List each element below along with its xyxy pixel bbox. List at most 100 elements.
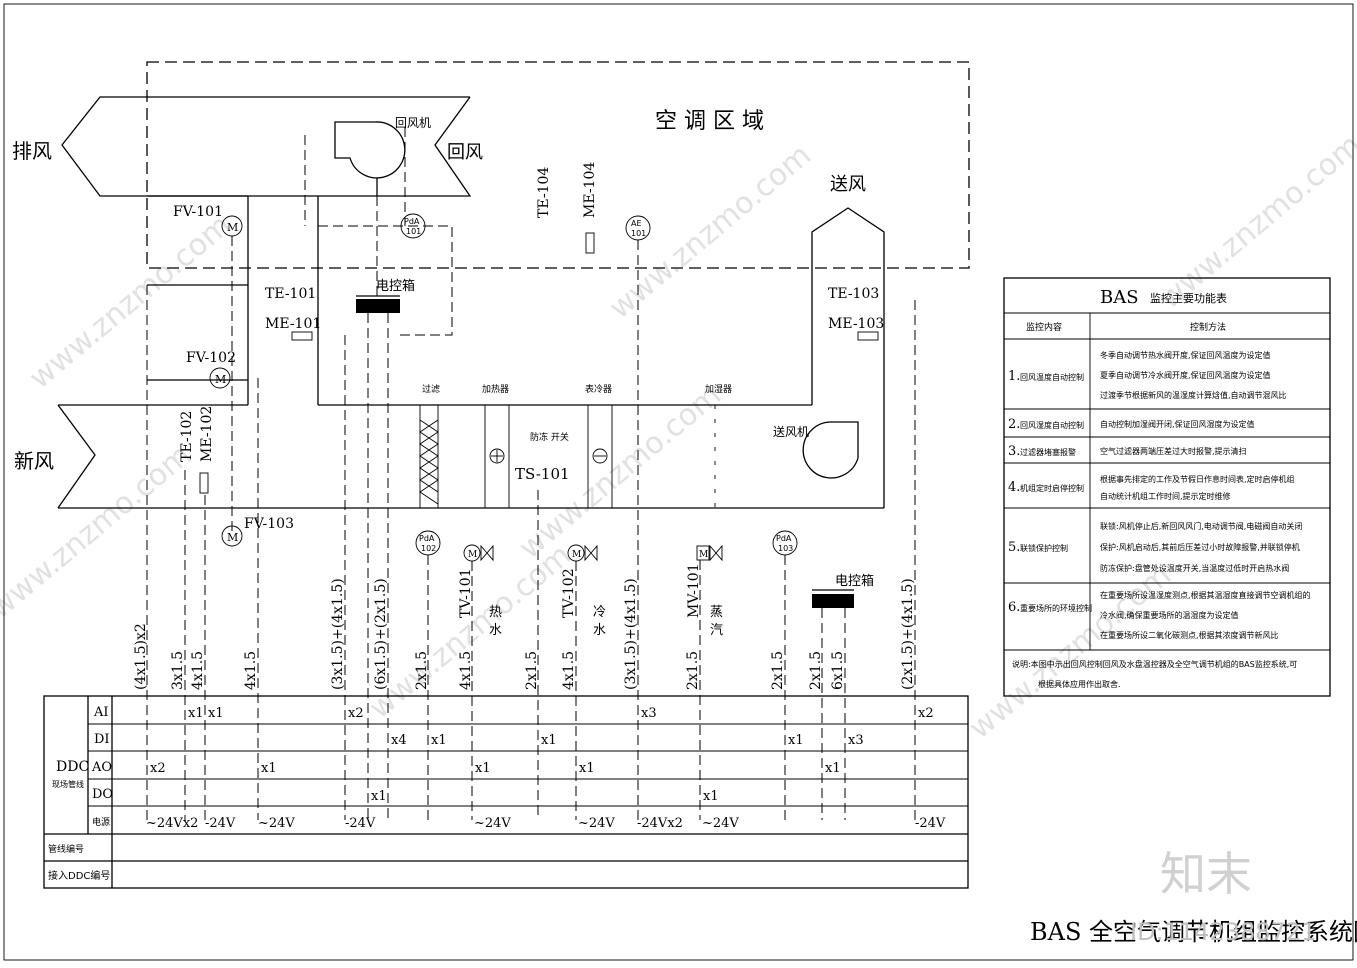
- svg-text:M: M: [699, 550, 708, 560]
- te102-tag-group: TE-102 ME-102: [179, 406, 215, 494]
- ddc-power-value: ~24V: [702, 816, 739, 831]
- cable-label: (3x1.5)+(4x1.5): [623, 578, 639, 690]
- function-table: BAS 监控主要功能表 监控内容 控制方法 1. 回风温度自动控制 冬季自动调节…: [1003, 277, 1331, 697]
- antifreeze-switch-label: 防冻 开关: [530, 431, 569, 443]
- svg-text:根据事先排定的工作及节假日作息时间表,定时启停机组: 根据事先排定的工作及节假日作息时间表,定时启停机组: [1100, 474, 1295, 484]
- supply-duct: [811, 207, 885, 508]
- ddc-row-ai: AI: [93, 705, 109, 720]
- supply-fan: 送风机: [773, 421, 859, 479]
- ddc-di-value: x1: [788, 733, 804, 748]
- exhaust-duct: [61, 96, 248, 197]
- ddc-di-value: x1: [541, 733, 557, 748]
- heater-label: 加热器: [482, 383, 509, 395]
- drawing-frame: [3, 3, 1354, 961]
- exhaust-label: 排风: [12, 139, 52, 163]
- tv102-tag: TV-102: [561, 568, 577, 618]
- ddc-ao-value: x1: [261, 761, 277, 776]
- ddc-power-value: ~24V: [258, 816, 295, 831]
- cable-label: 4x1.5: [561, 651, 577, 690]
- svg-text:保护:风机启动后,其前后压差过小时故障报警,并联锁停机: 保护:风机启动后,其前后压差过小时故障报警,并联锁停机: [1100, 542, 1300, 552]
- fv102-actuator: [209, 367, 231, 389]
- watermark-text: www.znzmo.com: [23, 208, 238, 397]
- svg-text:M: M: [572, 550, 581, 560]
- cable-label: 2x1.5: [685, 651, 701, 690]
- ddc-do-value: x1: [703, 789, 719, 804]
- ae101-sensor: AE 101: [625, 215, 651, 241]
- hot-water-label: 热水: [489, 605, 502, 638]
- mv101-valve: M MV-101 蒸汽: [686, 544, 723, 638]
- ddc-row-di: DI: [94, 732, 110, 747]
- function-table-header: 控制方法: [1190, 321, 1226, 333]
- steam-label: 蒸汽: [710, 605, 723, 638]
- svg-text:在重要场所设二氧化碳测点,根据其浓度调节新风比: 在重要场所设二氧化碳测点,根据其浓度调节新风比: [1100, 630, 1279, 640]
- function-table-note: 说明:本图中示出回风控制回风及水盘温控器及全空气调节机组的BAS监控系统,可: [1012, 659, 1297, 669]
- cable-label: (4x1.5)x2: [133, 623, 149, 690]
- svg-text:回风湿度自动控制: 回风湿度自动控制: [1020, 420, 1084, 430]
- control-box-2: 电控箱: [812, 573, 874, 608]
- ddc-row-ao: AO: [91, 760, 112, 775]
- ddc-power-value: -24V: [345, 816, 376, 831]
- cable-label: 3x1.5: [170, 651, 186, 690]
- me101-tag: ME-101: [265, 316, 321, 332]
- svg-text:防冻保护:盘管处设温度开关,当温度过低时开启热水阀: 防冻保护:盘管处设温度开关,当温度过低时开启热水阀: [1100, 563, 1289, 573]
- ddc-do-value: x1: [371, 789, 387, 804]
- svg-text:5.: 5.: [1008, 540, 1020, 555]
- ddc-ao-value: x1: [579, 761, 595, 776]
- control-box-2-label: 电控箱: [835, 573, 874, 589]
- filter-section: [419, 404, 439, 509]
- ddc-ao-value: x2: [150, 761, 166, 776]
- ac-zone-boundary: [146, 61, 970, 269]
- svg-text:过滤器堵塞报警: 过滤器堵塞报警: [1020, 447, 1076, 457]
- watermark-text: www.znzmo.com: [1153, 128, 1357, 317]
- svg-text:4.: 4.: [1008, 480, 1020, 495]
- heater-section: [484, 404, 510, 509]
- drawing-title: BAS 全空气调节机组监控系统图: [1030, 918, 1357, 946]
- cold-water-label: 冷水: [593, 605, 606, 638]
- fresh-air-inlet: [57, 404, 96, 509]
- return-fan: 回风机: [334, 116, 431, 196]
- te102-tag: TE-102: [179, 411, 195, 462]
- pda103-sensor: PdA 103: [772, 530, 798, 556]
- cable-label: 4x1.5: [190, 651, 206, 690]
- zone-title: 空 调 区 域: [655, 109, 764, 134]
- svg-text:过渡季节根据新风的温湿度计算焓值,自动调节混风比: 过渡季节根据新风的温湿度计算焓值,自动调节混风比: [1100, 390, 1287, 400]
- svg-text:3.: 3.: [1008, 444, 1020, 459]
- ddc-table: DDC 现场管线 AI DI AO DO 电源 管线编号 接入DDC编号 x1 …: [43, 695, 969, 889]
- svg-text:6.: 6.: [1008, 600, 1020, 615]
- svg-text:M: M: [468, 550, 477, 560]
- svg-text:夏季自动调节冷水阀开度,保证回风温度为设定值: 夏季自动调节冷水阀开度,保证回风温度为设定值: [1100, 370, 1271, 380]
- tv102-valve: M TV-102 冷水: [561, 544, 606, 638]
- svg-text:PdA: PdA: [776, 534, 792, 543]
- cable-label: (6x1.5)+(2x1.5): [373, 578, 389, 690]
- cable-label: 2x1.5: [770, 651, 786, 690]
- watermark-text: www.znzmo.com: [963, 558, 1178, 747]
- ddc-di-value: x3: [848, 733, 864, 748]
- svg-text:1.: 1.: [1008, 369, 1020, 384]
- ddc-row-power: 电源: [92, 816, 110, 828]
- cable-label: 2x1.5: [524, 651, 540, 690]
- ddc-power-value: -24Vx2: [637, 816, 683, 831]
- ddc-power-value: ~24Vx2: [146, 816, 198, 831]
- ddc-di-value: x1: [431, 733, 447, 748]
- svg-text:冬季自动调节热水阀开度,保证回风温度为设定值: 冬季自动调节热水阀开度,保证回风温度为设定值: [1100, 350, 1271, 360]
- cable-label: (2x1.5)+(4x1.5): [900, 578, 916, 690]
- svg-text:AE: AE: [631, 219, 642, 228]
- cable-label: 4x1.5: [458, 651, 474, 690]
- ddc-ai-value: x1: [208, 706, 224, 721]
- function-table-title-suffix: 监控主要功能表: [1150, 291, 1227, 305]
- svg-text:101: 101: [631, 229, 646, 238]
- svg-text:M: M: [215, 373, 226, 386]
- svg-text:101: 101: [406, 227, 421, 236]
- te103-tag: TE-103: [828, 286, 879, 302]
- svg-text:回风温度自动控制: 回风温度自动控制: [1020, 372, 1084, 382]
- ddc-ai-value: x2: [348, 706, 364, 721]
- svg-text:冷水阀,确保重要场所的温湿度为设定值: 冷水阀,确保重要场所的温湿度为设定值: [1100, 610, 1239, 620]
- return-fan-label: 回风机: [395, 116, 431, 130]
- svg-text:PdA: PdA: [404, 217, 420, 226]
- ddc-power-value: ~24V: [578, 816, 615, 831]
- pda102-sensor: PdA 102: [415, 530, 441, 556]
- me102-tag: ME-102: [199, 406, 215, 462]
- me104-tag: ME-104: [582, 162, 598, 218]
- ddc-ai-value: x2: [918, 706, 934, 721]
